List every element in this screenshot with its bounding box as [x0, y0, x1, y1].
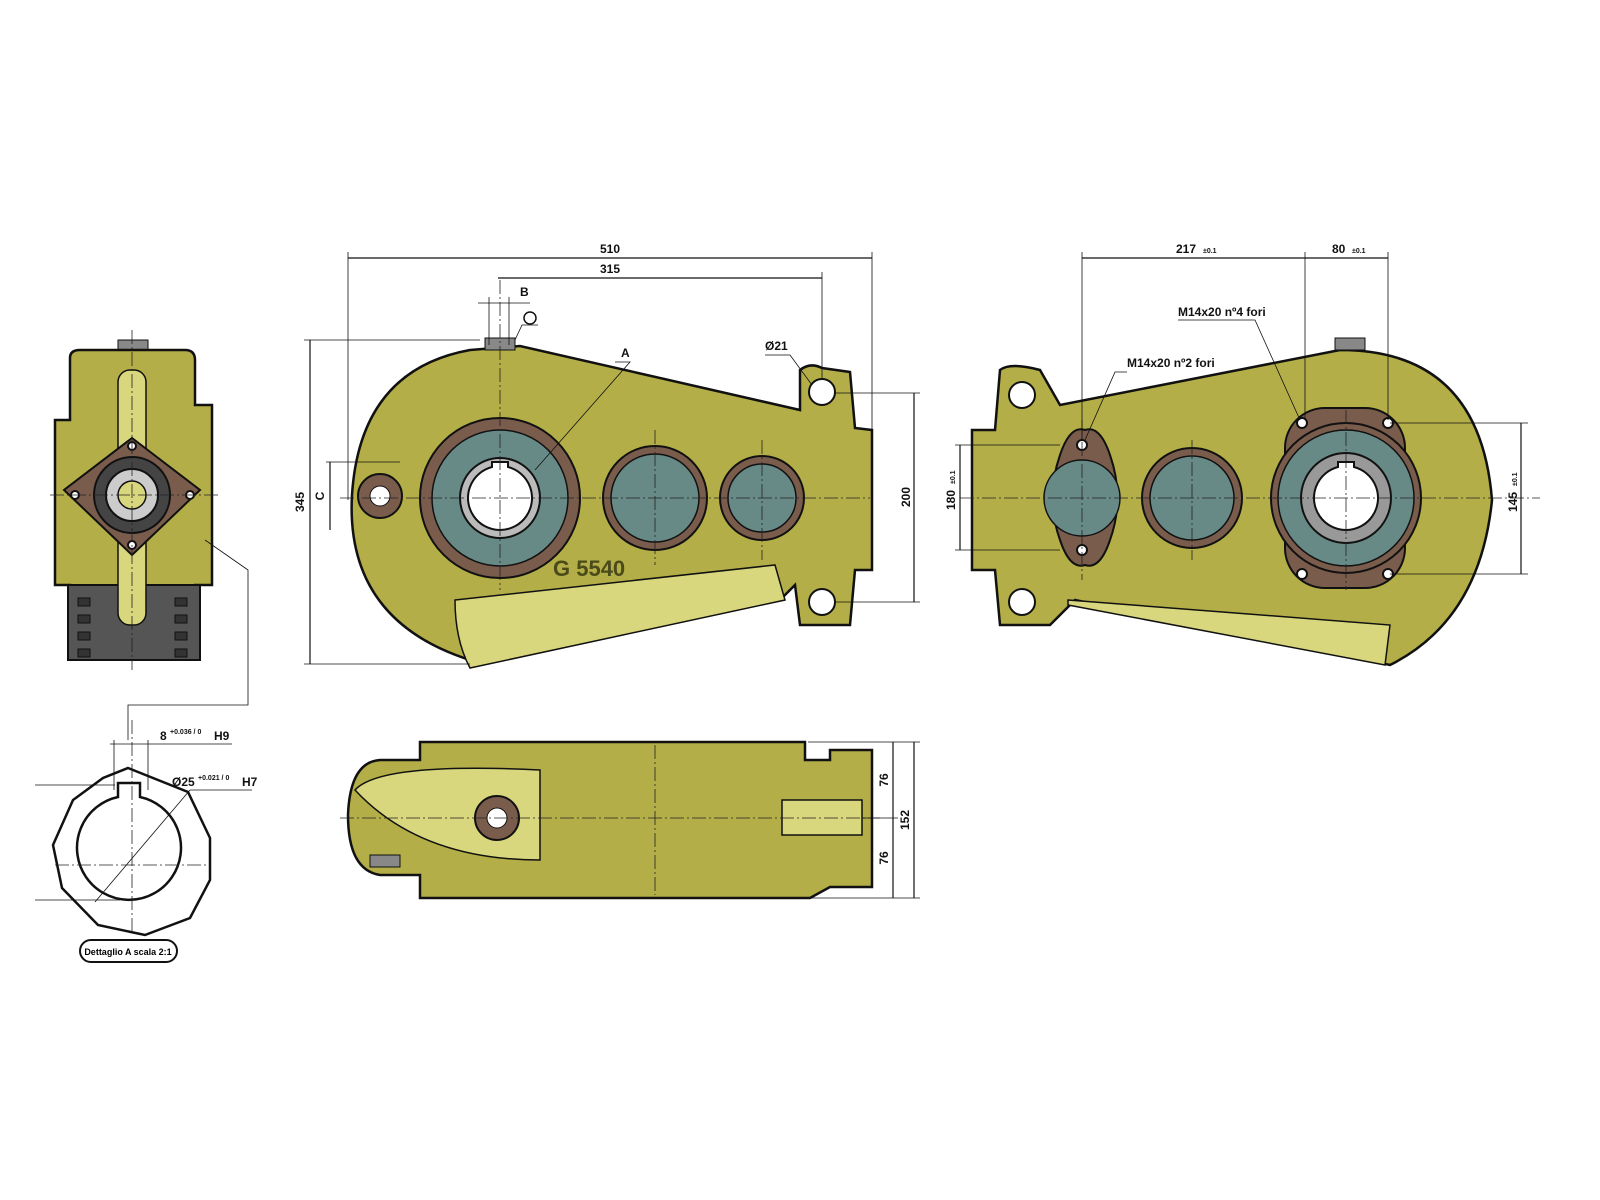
bottom-input-shaft: [781, 799, 863, 836]
dim-half-top: 76: [877, 773, 891, 787]
dim-217-tolerance: ±0.1: [1203, 248, 1217, 255]
detail-a: 8 +0.036 / 0 H9 Ø25 +0.021 / 0 H7 Dettag…: [35, 720, 258, 963]
front-skirt: [454, 564, 786, 669]
dim-217: 217: [1176, 242, 1196, 256]
rear-skirt: [1067, 599, 1391, 666]
bottom-view: 76 152 76: [340, 740, 920, 900]
thread-note-2-holes: M14x20 nº2 fori: [1127, 356, 1215, 370]
dim-half-bottom: 76: [877, 851, 891, 865]
rear-mount-hole-top: [1008, 381, 1036, 409]
dim-total-width: 152: [898, 810, 912, 830]
mount-hole-bottom: [808, 588, 836, 616]
dim-80: 80: [1332, 242, 1346, 256]
dim-145-tolerance: ±0.1: [1512, 472, 1519, 486]
front-view: G 5540 510 315 B Ø21 A 345 C 200: [293, 242, 920, 669]
model-marking: G 5540: [553, 556, 625, 581]
bore-tolerance: +0.021 / 0: [198, 775, 229, 782]
rear-output-bore: [1313, 461, 1379, 531]
rear-mount-hole-bottom: [1008, 588, 1036, 616]
rear-breather-plug: [1334, 337, 1366, 351]
dim-shaft-distance: 315: [600, 262, 620, 276]
keyway-dim: 8: [160, 729, 167, 743]
dim-height: 345: [293, 492, 307, 512]
rear-view: 217 ±0.1 80 ±0.1 M14x20 nº4 fori M14x20 …: [944, 242, 1540, 667]
dim-c: C: [313, 491, 327, 500]
dim-hole-dia: Ø21: [765, 339, 788, 353]
mount-hole-top: [808, 378, 836, 406]
detail-caption: Dettaglio A scala 2:1: [84, 947, 171, 957]
dim-mount-height: 200: [899, 487, 913, 507]
bore-fit: H7: [242, 775, 258, 789]
bore-dim: Ø25: [172, 775, 195, 789]
level-symbol-icon: [523, 311, 537, 325]
keyway-tolerance: +0.036 / 0: [170, 729, 201, 736]
dim-145: 145: [1506, 492, 1520, 512]
dim-180-tolerance: ±0.1: [950, 470, 957, 484]
keyway-fit: H9: [214, 729, 230, 743]
detail-caption-box: [79, 939, 178, 963]
dim-80-tolerance: ±0.1: [1352, 248, 1366, 255]
dim-180: 180: [944, 490, 958, 510]
dim-b: B: [520, 285, 529, 299]
side-view: [50, 330, 249, 740]
dim-overall-width: 510: [600, 242, 620, 256]
thread-note-4-holes: M14x20 nº4 fori: [1178, 305, 1266, 319]
detail-ref-a: A: [621, 346, 630, 360]
